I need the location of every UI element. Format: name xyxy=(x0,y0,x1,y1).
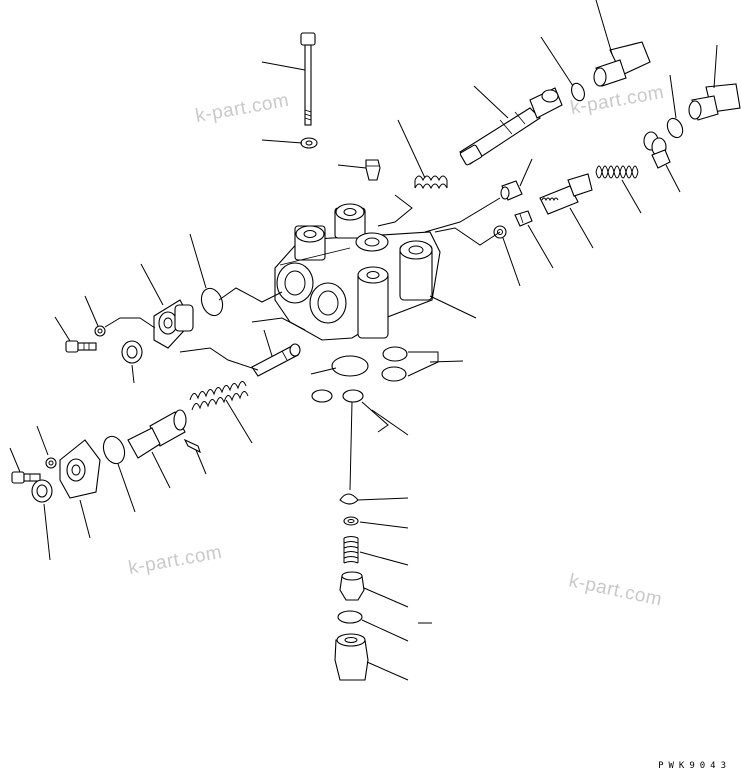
pin-rod xyxy=(251,343,301,377)
rings-right xyxy=(643,131,671,169)
long-bolt xyxy=(300,32,316,126)
spring-right xyxy=(595,165,639,179)
leader-lines xyxy=(9,0,718,681)
spool-rod xyxy=(459,87,563,166)
spring-top xyxy=(414,175,448,190)
drawing-code: PWK9043 xyxy=(658,761,731,771)
cap-fitting-far-right xyxy=(688,83,741,121)
o-ring-top-right xyxy=(571,82,585,102)
lock-washer-left-upper xyxy=(94,325,106,337)
o-ring-center-left xyxy=(102,435,126,465)
plug-fitting xyxy=(365,159,381,181)
bolt-left-lower xyxy=(11,471,41,484)
spool-center-left xyxy=(127,409,187,459)
piston-right xyxy=(539,173,593,215)
small-ring xyxy=(343,516,359,526)
sleeve-lower xyxy=(339,571,365,601)
snap-ring xyxy=(339,493,359,505)
o-ring-far-right xyxy=(666,117,684,139)
lock-washer-left-lower xyxy=(45,457,57,469)
bolt-left-upper xyxy=(65,340,97,353)
o-ring-large-lower xyxy=(331,355,369,377)
o-ring-left-upper xyxy=(200,287,224,317)
flange-upper xyxy=(153,299,194,349)
washer xyxy=(300,137,318,149)
plug-lower xyxy=(334,633,369,681)
spring-center-left xyxy=(189,381,249,411)
o-ring-lower xyxy=(337,610,363,624)
cap-fitting-right xyxy=(593,41,651,87)
dowel-pin xyxy=(183,438,201,454)
seal-left-upper xyxy=(121,340,143,364)
seal-left-lower xyxy=(31,479,53,503)
valve-body xyxy=(274,203,441,341)
small-nut-right xyxy=(500,180,523,201)
spring-lower xyxy=(343,536,359,564)
plates-left-lower xyxy=(311,389,364,403)
flange-lower xyxy=(59,439,101,499)
small-plug-right xyxy=(514,210,533,227)
plates-right-lower xyxy=(381,346,408,382)
